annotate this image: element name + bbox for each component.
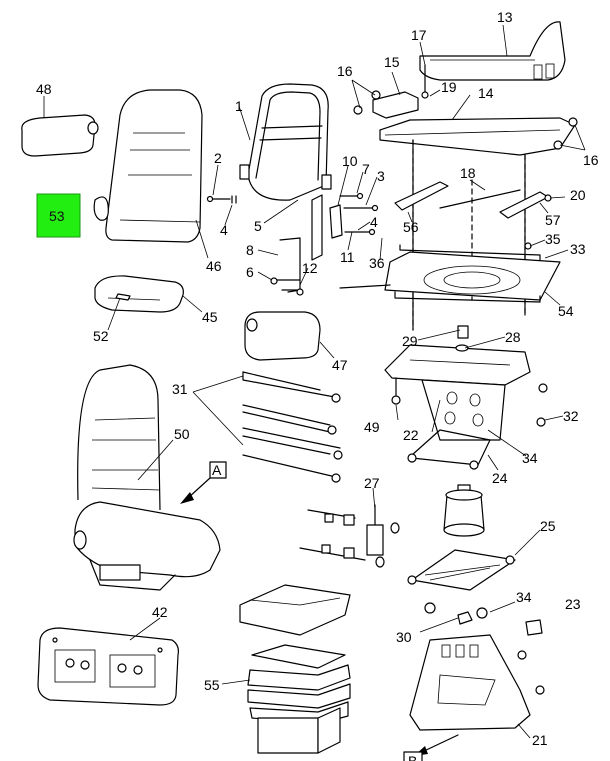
base-plate-part xyxy=(384,325,548,441)
callout-53[interactable]: 53 xyxy=(49,208,65,224)
base-housing-part xyxy=(409,634,545,731)
lever-handle-part xyxy=(407,429,491,470)
view-arrow-a xyxy=(180,461,227,504)
callout-4b: 4 xyxy=(370,214,378,230)
callout-52: 52 xyxy=(93,328,109,344)
callout-labels: 48 53 46 1 2 4 5 10 7 3 4 8 6 12 11 36 1… xyxy=(36,9,599,761)
callout-32: 32 xyxy=(563,408,579,424)
callout-49: 49 xyxy=(364,419,380,435)
view-arrow-b xyxy=(403,734,459,761)
seat-cushion-part xyxy=(94,275,184,313)
clip-part xyxy=(525,619,543,636)
swivel-plate-part xyxy=(339,242,561,303)
callout-21: 21 xyxy=(532,732,548,748)
callout-23: 23 xyxy=(565,596,581,612)
callout-14: 14 xyxy=(478,85,494,101)
slide-rail-part xyxy=(394,181,552,263)
callout-5: 5 xyxy=(254,218,262,234)
callout-3: 3 xyxy=(377,168,385,184)
callout-29: 29 xyxy=(402,333,418,349)
seat-back-frame-part xyxy=(239,83,332,201)
highlight-box-53[interactable] xyxy=(36,193,81,238)
bolt-part xyxy=(206,195,237,204)
callout-10: 10 xyxy=(342,153,358,169)
callout-B: B xyxy=(408,753,417,761)
complete-seat-part xyxy=(73,364,221,591)
callout-18: 18 xyxy=(460,165,476,181)
callout-27: 27 xyxy=(364,475,380,491)
seat-back-cover-part xyxy=(105,89,203,243)
callout-12: 12 xyxy=(302,260,318,276)
callout-16a: 16 xyxy=(337,63,353,79)
hinge-bracket-part xyxy=(353,90,419,119)
callout-8: 8 xyxy=(246,242,254,258)
callout-1: 1 xyxy=(235,98,243,114)
washer-part xyxy=(424,602,436,614)
rod-assembly-part xyxy=(242,371,343,483)
callout-25: 25 xyxy=(540,518,556,534)
callout-45: 45 xyxy=(202,309,218,325)
callout-34a: 34 xyxy=(522,450,538,466)
armrest-part xyxy=(21,114,99,157)
callout-A: A xyxy=(212,462,222,478)
callout-42: 42 xyxy=(152,604,168,620)
callout-13: 13 xyxy=(497,9,513,25)
callout-6: 6 xyxy=(246,264,254,280)
scissor-link-part xyxy=(407,549,516,591)
callout-11: 11 xyxy=(340,249,355,265)
mounting-plate-part xyxy=(239,584,351,636)
slide-frame-part xyxy=(379,117,578,331)
callout-35: 35 xyxy=(545,231,561,247)
callout-20: 20 xyxy=(570,187,586,203)
callout-46: 46 xyxy=(206,258,222,274)
callout-55: 55 xyxy=(204,677,220,693)
leader-lines xyxy=(43,24,586,739)
callout-2: 2 xyxy=(214,150,222,166)
callout-19: 19 xyxy=(441,79,457,95)
bellows-part xyxy=(247,644,351,754)
callout-57: 57 xyxy=(545,212,561,228)
callout-50: 50 xyxy=(174,426,190,442)
callout-15: 15 xyxy=(384,54,400,70)
callout-17: 17 xyxy=(411,27,427,43)
callout-16b: 16 xyxy=(583,152,599,168)
callout-4a: 4 xyxy=(220,222,228,238)
callout-33: 33 xyxy=(570,241,586,257)
armrest-part-2 xyxy=(244,311,321,361)
callout-56: 56 xyxy=(403,219,419,235)
shock-absorber-part xyxy=(299,504,400,568)
callout-28: 28 xyxy=(505,329,521,345)
control-panel-part xyxy=(37,627,179,706)
callout-24: 24 xyxy=(492,470,508,486)
callout-47: 47 xyxy=(332,357,348,373)
callout-36: 36 xyxy=(369,255,385,271)
callout-34b: 34 xyxy=(516,589,532,605)
air-spring-part xyxy=(443,484,485,537)
callout-48: 48 xyxy=(36,81,52,97)
callout-31: 31 xyxy=(172,381,188,397)
seat-pan-part xyxy=(419,21,566,81)
callout-7: 7 xyxy=(362,161,370,177)
recliner-bracket-part xyxy=(270,192,379,296)
callout-54: 54 xyxy=(558,303,574,319)
callout-30: 30 xyxy=(396,629,412,645)
callout-22: 22 xyxy=(403,427,419,443)
